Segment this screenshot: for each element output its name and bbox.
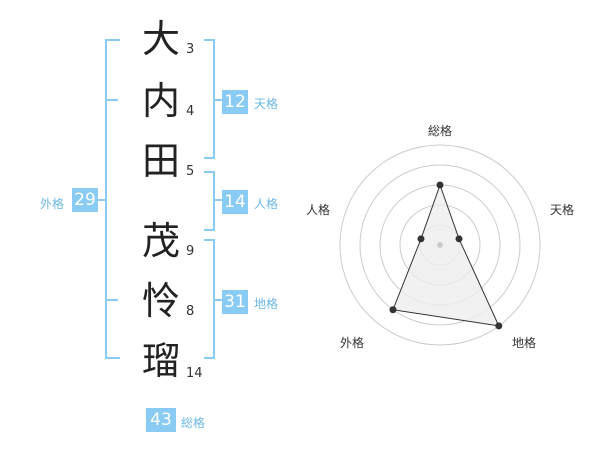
chikaku-value: 31 xyxy=(222,290,248,314)
tenkaku-value: 12 xyxy=(222,90,248,114)
tenkaku-label: 天格 xyxy=(254,97,279,111)
soukaku-value: 43 xyxy=(146,408,176,432)
radar-point xyxy=(417,235,425,243)
radar-label-chikaku: 地格 xyxy=(511,336,536,350)
radar-point xyxy=(495,322,503,330)
radar-points xyxy=(389,181,503,330)
jinkaku-value: 14 xyxy=(222,190,248,214)
radar-chart xyxy=(339,144,541,346)
gaikaku-label: 外格 xyxy=(40,197,65,211)
radar-grid-ring xyxy=(339,144,541,346)
name-char-2: 内 xyxy=(141,79,180,123)
name-char-3: 田 xyxy=(141,139,180,183)
stroke-count-6: 14 xyxy=(186,366,203,381)
stroke-count-3: 5 xyxy=(186,164,195,179)
radar-grid-ring xyxy=(359,164,521,326)
radar-label-gaikaku: 外格 xyxy=(339,336,364,350)
radar-label-tenkaku: 天格 xyxy=(549,203,574,217)
name-char-1: 大 xyxy=(141,17,180,61)
radar-point xyxy=(455,235,463,243)
radar-label-soukaku: 総格 xyxy=(427,124,452,138)
jinkaku-label: 人格 xyxy=(254,197,279,211)
gaikaku-value: 29 xyxy=(72,188,98,212)
radar-center-dot xyxy=(437,242,443,248)
stroke-count-2: 4 xyxy=(186,104,195,119)
chikaku-label: 地格 xyxy=(254,297,279,311)
soukaku-label: 総格 xyxy=(181,416,206,430)
stroke-count-4: 9 xyxy=(186,244,195,259)
stroke-count-5: 8 xyxy=(186,304,195,319)
radar-point xyxy=(389,306,397,314)
radar-shape xyxy=(392,183,500,327)
stroke-count-1: 3 xyxy=(186,42,195,57)
radar-point xyxy=(436,181,444,189)
name-char-5: 怜 xyxy=(141,279,180,323)
radar-label-jinkaku: 人格 xyxy=(305,203,330,217)
name-char-6: 瑠 xyxy=(141,339,180,383)
name-char-4: 茂 xyxy=(141,219,180,263)
